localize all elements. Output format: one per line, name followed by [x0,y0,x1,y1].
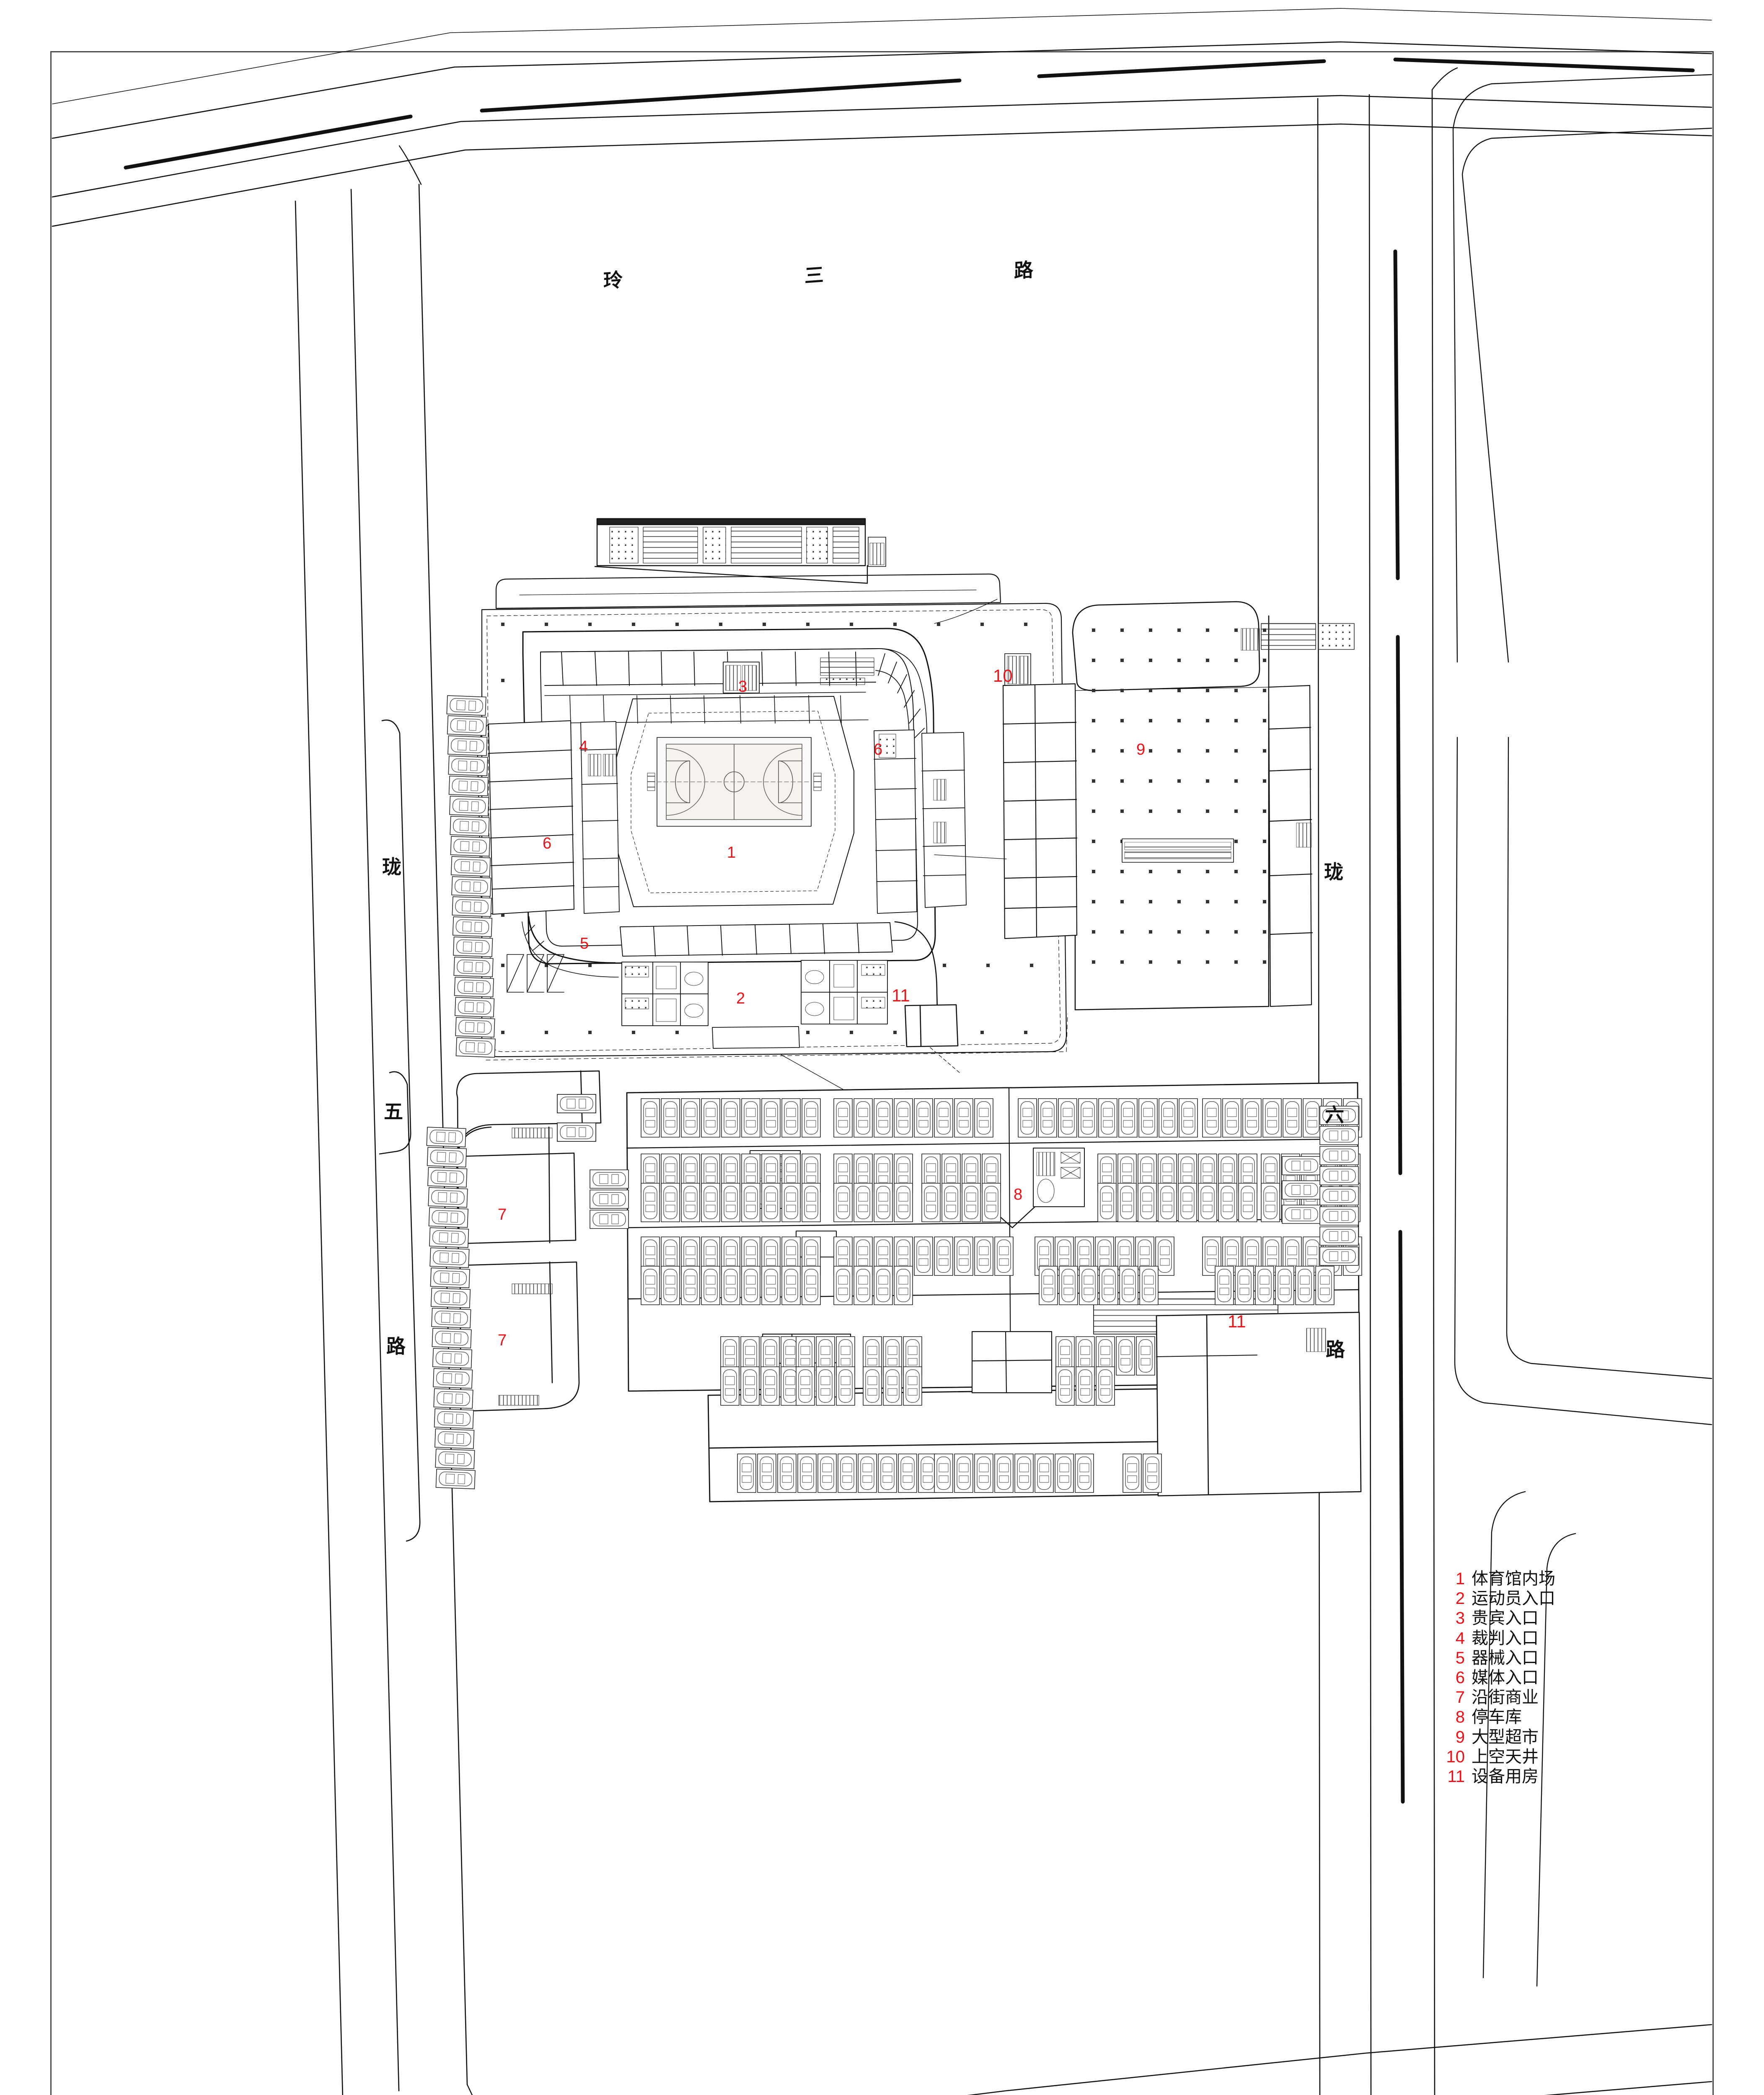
sheet-border [50,51,1714,2095]
legend-item-label: 沿街商业 [1472,1688,1539,1707]
legend-item-number: 1 [1455,1570,1465,1588]
legend-item-number: 3 [1455,1609,1465,1628]
road-label-north-char-2: 三 [804,263,824,287]
plan-callout-11: 11 [892,985,910,1005]
plan-callout-7: 7 [498,1206,507,1223]
legend-item-label: 媒体入口 [1472,1668,1539,1687]
plan-callout-6: 6 [543,835,552,852]
legend-item-number: 10 [1446,1747,1465,1766]
legend-item: 4 裁判入口 [1437,1629,1630,1648]
legend-item-number: 6 [1455,1668,1465,1687]
plan-callout-1: 1 [727,844,736,861]
legend-item-number: 5 [1455,1648,1465,1667]
road-label-west-char-1: 珑 [382,856,401,878]
legend-item-label: 裁判入口 [1472,1628,1539,1648]
legend-item-number: 9 [1455,1728,1465,1746]
plan-callout-3: 3 [738,678,748,696]
road-label-east-char-2: 六 [1325,1104,1344,1126]
legend-item: 6 媒体入口 [1437,1668,1630,1688]
legend-item-number: 11 [1447,1767,1465,1786]
legend-item: 2 运动员入口 [1437,1589,1630,1609]
plan-callout-8: 8 [1014,1186,1023,1203]
legend-item-label: 贵宾入口 [1472,1609,1539,1628]
road-label-east-char-3: 路 [1326,1338,1345,1361]
road-label-north-char-1: 玲 [603,268,623,292]
legend-item-label: 体育馆内场 [1472,1569,1555,1588]
legend-item: 10 上空天井 [1437,1747,1630,1767]
plan-callout-2: 2 [736,990,745,1007]
legend-item-number: 4 [1455,1629,1465,1648]
road-label-north-char-3: 路 [1014,258,1033,282]
legend-item: 7 沿街商业 [1437,1688,1630,1707]
legend-item: 1 体育馆内场 [1437,1569,1630,1589]
legend: 1 体育馆内场 2 运动员入口 3 贵宾入口 4 裁判入口 5 器械入口 6 媒体入口 7 沿街商业 8 停车… [1437,1569,1630,1787]
legend-item-label: 运动员入口 [1472,1589,1555,1609]
legend-item: 11 设备用房 [1437,1767,1630,1787]
legend-item-number: 8 [1455,1708,1465,1727]
plan-callout-5: 5 [580,935,589,952]
road-label-west-char-3: 路 [386,1335,406,1358]
plan-callout-11: 11 [1228,1311,1246,1331]
plan-callout-7: 7 [498,1332,507,1349]
plan-callout-4: 4 [579,738,588,755]
legend-item: 5 器械入口 [1437,1648,1630,1668]
legend-item-number: 7 [1455,1688,1465,1707]
road-label-west-char-2: 五 [384,1100,403,1123]
road-label-east-char-1: 珑 [1324,861,1343,883]
legend-item-label: 器械入口 [1472,1648,1539,1668]
legend-item-label: 停车库 [1472,1707,1522,1727]
legend-item-label: 上空天井 [1472,1747,1539,1767]
plan-callout-9: 9 [1136,741,1146,758]
plan-callout-6: 6 [874,741,883,758]
legend-item: 9 大型超市 [1437,1728,1630,1747]
plan-callout-10: 10 [993,666,1013,685]
legend-item: 3 贵宾入口 [1437,1609,1630,1628]
legend-item-label: 设备用房 [1472,1767,1539,1786]
legend-item: 8 停车库 [1437,1707,1630,1727]
legend-item-number: 2 [1455,1589,1465,1608]
legend-item-label: 大型超市 [1472,1727,1539,1747]
